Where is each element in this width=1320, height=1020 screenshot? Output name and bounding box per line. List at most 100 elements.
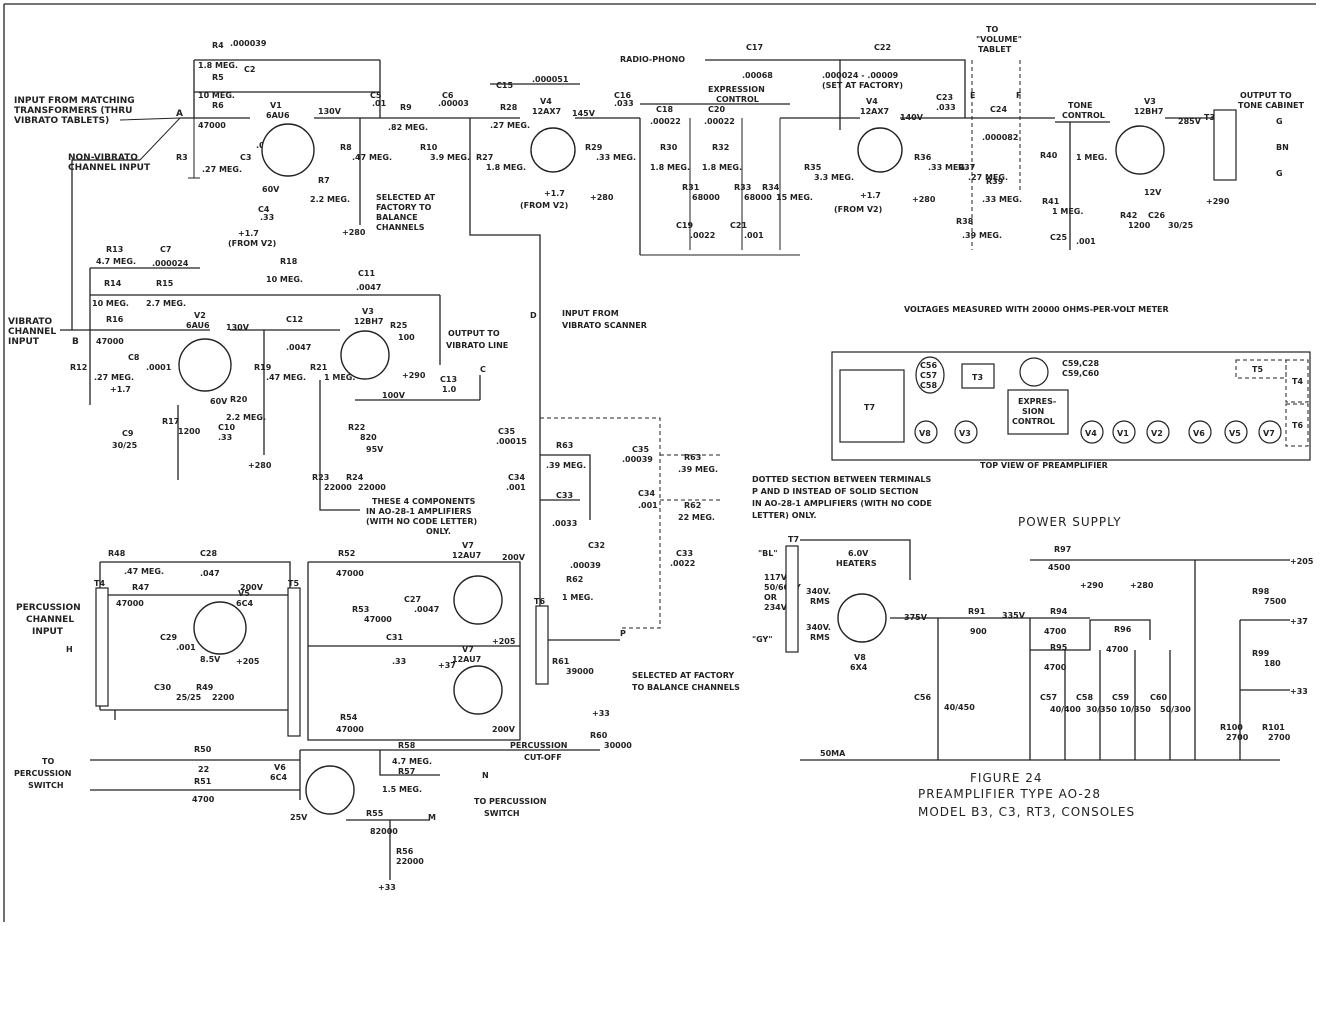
c20-value: .00022 <box>704 117 735 126</box>
terminal-c: C <box>480 365 486 374</box>
sel-factory2-2: TO BALANCE CHANNELS <box>632 683 740 692</box>
transformer-t3 <box>1213 109 1237 181</box>
t6-label: T6 <box>534 597 545 606</box>
tube-v4a <box>530 127 576 173</box>
c58-value: 30/350 <box>1086 705 1117 714</box>
c17-label: C17 <box>746 43 763 52</box>
r6-label: R6 <box>212 101 224 110</box>
transformer-t7 <box>785 545 799 653</box>
tone-cab-1: OUTPUT TO <box>1240 91 1292 100</box>
tv-c58: C58 <box>920 381 937 390</box>
r101-label: R101 <box>1262 723 1285 732</box>
socket-label-7: V7 <box>1263 429 1275 438</box>
v4a-1.7: +1.7 <box>544 189 565 198</box>
four-comp-1: THESE 4 COMPONENTS <box>372 497 476 506</box>
terminal-h: H <box>66 645 73 654</box>
t4-label: T4 <box>94 579 105 588</box>
socket-label-1: V3 <box>959 429 971 438</box>
rms1-b: RMS <box>810 597 830 606</box>
terminal-m: M <box>428 813 436 822</box>
set-factory-1: .000024 - .00009 <box>822 71 899 80</box>
c19-value: .0022 <box>690 231 715 240</box>
r101-value: 2700 <box>1268 733 1291 742</box>
ps-33: +33 <box>1290 687 1308 696</box>
socket-v4-2 <box>1080 420 1104 444</box>
r10-value: 3.9 MEG. <box>430 153 470 162</box>
figure-models: MODEL B3, C3, RT3, CONSOLES <box>918 805 1135 819</box>
scanner-1: INPUT FROM <box>562 309 619 318</box>
output-stage: TONE CONTROL R40 1 MEG. R41 1 MEG. C25 .… <box>1040 91 1305 250</box>
r30-label: R30 <box>660 143 678 152</box>
top-view-t6 <box>1285 403 1309 447</box>
v4b-140v: 140V <box>900 113 924 122</box>
four-comp-2: IN AO-28-1 AMPLIFIERS <box>366 507 472 516</box>
r4-label: R4 <box>212 41 224 50</box>
r34-value: 15 MEG. <box>776 193 813 202</box>
v3out-12v: 12V <box>1144 188 1162 197</box>
c18-label: C18 <box>656 105 673 114</box>
r91-label: R91 <box>968 607 986 616</box>
c24-label: C24 <box>990 105 1007 114</box>
c24-value: .000082 <box>982 133 1018 142</box>
voltage-note: VOLTAGES MEASURED WITH 20000 OHMS-PER-VO… <box>904 305 1169 314</box>
top-view-expression <box>1007 389 1069 435</box>
r27-label: R27 <box>476 153 493 162</box>
socket-v8-0 <box>914 420 938 444</box>
c6-value: .00003 <box>438 99 469 108</box>
vibrato-stage: VIBRATO CHANNEL INPUT B R13 4.7 MEG. C7 … <box>8 159 647 511</box>
r19-label: R19 <box>254 363 272 372</box>
r58-value: 4.7 MEG. <box>392 757 432 766</box>
r20-value: 2.2 MEG. <box>226 413 266 422</box>
perc-cutoff-1: PERCUSSION <box>510 741 568 750</box>
r52-value: 47000 <box>336 569 364 578</box>
transformer-t4 <box>95 587 109 707</box>
v4a-145v: 145V <box>572 109 596 118</box>
v4b-wires <box>800 59 1055 119</box>
socket-label-2: V4 <box>1085 429 1097 438</box>
r28-label: R28 <box>500 103 518 112</box>
r62-value: 1 MEG. <box>562 593 593 602</box>
r62d-label: R62 <box>684 501 701 510</box>
r63d-label: R63 <box>684 453 701 462</box>
r37-value: .27 MEG. <box>968 173 1008 182</box>
c22-label: C22 <box>874 43 891 52</box>
v3out-name: V3 <box>1144 97 1156 106</box>
tone-1: TONE <box>1068 101 1092 110</box>
r34-label: R34 <box>762 183 780 192</box>
r12-label: R12 <box>70 363 87 372</box>
four-comp-3: (WITH NO CODE LETTER) <box>366 517 477 526</box>
tone-2: CONTROL <box>1062 111 1105 120</box>
socket-label-6: V5 <box>1229 429 1241 438</box>
r33-label: R33 <box>734 183 751 192</box>
c4-label: C4 <box>258 205 270 214</box>
v7b-name: V7 <box>462 645 474 654</box>
r25-value: 100 <box>398 333 415 342</box>
ps-205: +205 <box>1290 557 1314 566</box>
tv-expr-1: EXPRES- <box>1018 397 1056 406</box>
r58-label: R58 <box>398 741 416 750</box>
r32-value: 1.8 MEG. <box>702 163 742 172</box>
sel-factory-3: BALANCE <box>376 213 418 222</box>
r31-label: R31 <box>682 183 700 192</box>
vib-line-2: VIBRATO LINE <box>446 341 508 350</box>
v4b-type: 12AX7 <box>860 107 889 116</box>
socket-label-3: V1 <box>1117 429 1129 438</box>
r27-value: 1.8 MEG. <box>486 163 526 172</box>
perc-in-3: INPUT <box>32 627 64 637</box>
c16-label: C16 <box>614 91 631 100</box>
v7a-200v: 200V <box>502 553 526 562</box>
socket-v6-5 <box>1188 420 1212 444</box>
c34d-value: .001 <box>638 501 658 510</box>
c6-label: C6 <box>442 91 454 100</box>
c29-value: .001 <box>176 643 196 652</box>
input-matching-1: INPUT FROM MATCHING <box>14 96 135 106</box>
v4a-stage: C15 .000051 R28 .27 MEG. R27 1.8 MEG. V4… <box>450 75 640 420</box>
c28-label: C28 <box>200 549 217 558</box>
c56-value: 40/450 <box>944 703 975 712</box>
v3a-100v: 100V <box>382 391 406 400</box>
v1-name: V1 <box>270 101 282 110</box>
c12-label: C12 <box>286 315 303 324</box>
c33d-label: C33 <box>676 549 693 558</box>
r28-value: .27 MEG. <box>490 121 530 130</box>
